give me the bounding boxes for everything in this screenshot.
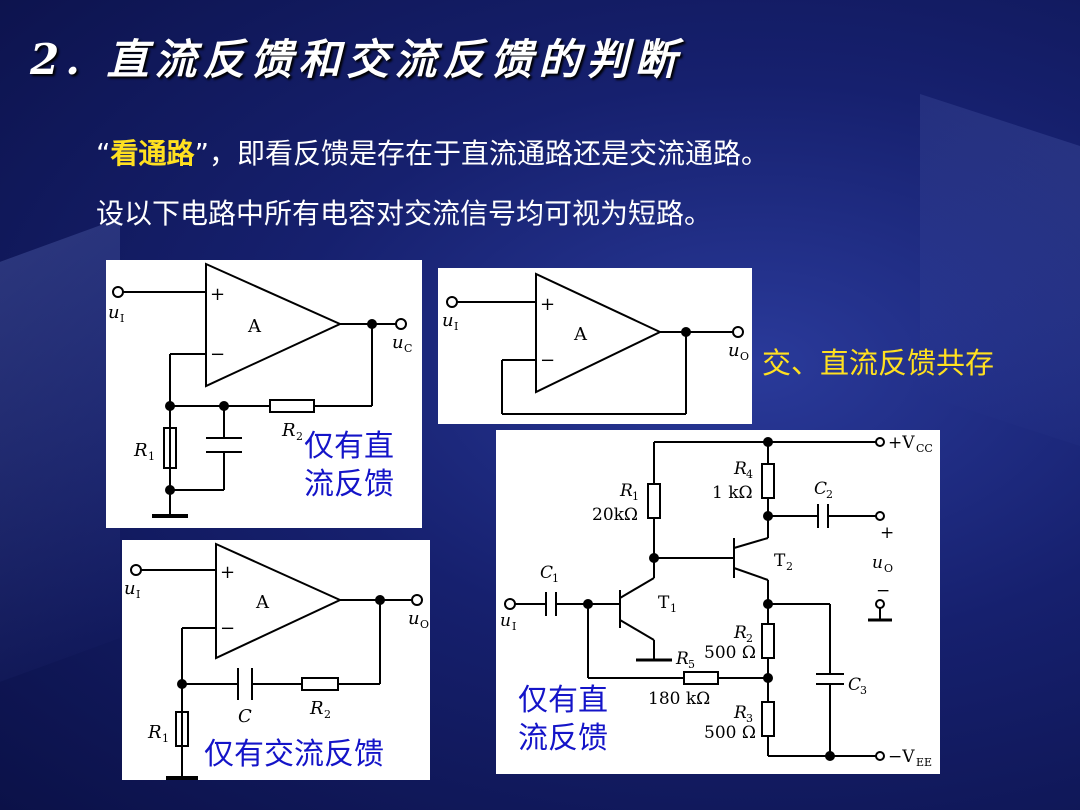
c4-r2-sub: 2 <box>746 632 753 645</box>
c4-input-sub: I <box>512 620 516 633</box>
circuit-diagram-3: + − A u I u O C R 2 R 1 <box>124 542 429 780</box>
c3-r1-label: R <box>147 722 162 743</box>
c4-vcc-sub: CC <box>916 442 933 455</box>
c4-c2-sub: 2 <box>826 488 833 501</box>
c2-input-sub: I <box>454 320 458 333</box>
slide-title: 2. 直流反馈和交流反馈的判断 <box>30 35 683 84</box>
c3-minus: − <box>220 618 235 639</box>
background-decoration-left <box>0 218 120 682</box>
c1-amp-label: A <box>247 316 262 337</box>
c4-c1-label: C <box>540 563 553 583</box>
c4-t1-label: T <box>658 593 670 613</box>
circuit-panel-3: + − A u I u O C R 2 R 1 <box>122 540 430 780</box>
c4-t2-label: T <box>774 551 786 571</box>
c4-out-minus: − <box>876 581 890 601</box>
c3-output-label: u <box>408 608 420 629</box>
c1-r2-label: R <box>281 420 296 441</box>
c4-r1-sub: 1 <box>632 490 639 503</box>
background-decoration-right <box>920 94 1080 446</box>
c4-output-sub: O <box>884 562 893 575</box>
c4-c3-label: C <box>848 675 861 695</box>
c3-r1-sub: 1 <box>162 732 169 745</box>
c4-out-plus: + <box>880 523 894 543</box>
c1-input-sub: I <box>120 312 124 325</box>
quote-open: “ <box>96 137 111 170</box>
c1-r1-sub: 1 <box>148 450 155 463</box>
c4-vee-label: −V <box>888 747 915 767</box>
c1-output-label: u <box>392 332 404 353</box>
c4-r4-value: 1 kΩ <box>712 483 753 503</box>
c3-plus: + <box>220 562 235 583</box>
c4-t1-sub: 1 <box>670 602 677 615</box>
c4-input-label: u <box>500 611 511 631</box>
c2-amp-label: A <box>573 324 588 345</box>
line1-rest: ”，即看反馈是存在于直流通路还是交流通路。 <box>194 137 770 170</box>
annotation-dc-only-a: 仅有直 流反馈 <box>304 429 394 502</box>
c3-output-sub: O <box>420 618 429 631</box>
c4-output-label: u <box>872 553 883 573</box>
c3-amp-label: A <box>255 592 270 613</box>
c2-output-label: u <box>728 340 740 361</box>
circuit-diagram-2: + − A u I u O <box>442 272 749 415</box>
highlight-keyword: 看通路 <box>110 137 195 170</box>
c4-c2-label: C <box>814 479 827 499</box>
c2-output-sub: O <box>740 350 749 363</box>
c4-r2-value: 500 Ω <box>704 643 756 663</box>
c3-input-label: u <box>124 578 136 599</box>
c4-r2-label: R <box>733 623 747 643</box>
c1-plus: + <box>210 284 225 305</box>
circuit-diagram-1: + − A u I u C R 1 R 2 <box>108 262 412 518</box>
c4-c3-sub: 3 <box>860 684 867 697</box>
c4-vee-sub: EE <box>916 756 932 769</box>
c4-r5-sub: 5 <box>688 658 695 671</box>
annotation-ac-dc-coexist: 交、直流反馈共存 <box>762 346 995 380</box>
c3-r2-sub: 2 <box>324 708 331 721</box>
c2-plus: + <box>540 294 555 315</box>
c1-minus: − <box>210 344 225 365</box>
c4-r3-label: R <box>733 703 747 723</box>
c1-r2-sub: 2 <box>296 430 303 443</box>
circuit-diagram-4: +V CC −V EE R 4 1 kΩ R 1 20kΩ C 2 + u O … <box>500 433 933 769</box>
circuit-panel-2: + − A u I u O <box>438 268 752 424</box>
c4-r3-sub: 3 <box>746 712 753 725</box>
annotation-dc-only-b: 仅有直 流反馈 <box>518 683 608 756</box>
c4-r1-label: R <box>619 481 633 501</box>
c4-c1-sub: 1 <box>552 572 559 585</box>
c1-output-sub: C <box>404 342 412 355</box>
c4-r5-label: R <box>675 649 689 669</box>
c3-input-sub: I <box>136 588 140 601</box>
c4-r3-value: 500 Ω <box>704 723 756 743</box>
circuit-panel-1: + − A u I u C R 1 R 2 <box>106 260 422 528</box>
c4-r1-value: 20kΩ <box>592 505 638 525</box>
annotation-ac-only: 仅有交流反馈 <box>204 737 384 772</box>
c4-r5-value: 180 kΩ <box>648 689 710 709</box>
c4-t2-sub: 2 <box>786 560 793 573</box>
text-line-1: “看通路”，即看反馈是存在于直流通路还是交流通路。 <box>96 132 769 172</box>
c1-input-label: u <box>108 302 120 323</box>
c4-r4-label: R <box>733 459 747 479</box>
c3-r2-label: R <box>309 698 324 719</box>
circuit-panel-4: +V CC −V EE R 4 1 kΩ R 1 20kΩ C 2 + u O … <box>496 430 940 774</box>
text-line-2: 设以下电路中所有电容对交流信号均可视为短路。 <box>96 197 713 230</box>
c4-r4-sub: 4 <box>746 468 753 481</box>
c3-c-label: C <box>238 706 252 727</box>
c2-input-label: u <box>442 310 454 331</box>
c1-r1-label: R <box>133 440 148 461</box>
c4-vcc-label: +V <box>888 433 915 453</box>
c2-minus: − <box>540 350 555 371</box>
